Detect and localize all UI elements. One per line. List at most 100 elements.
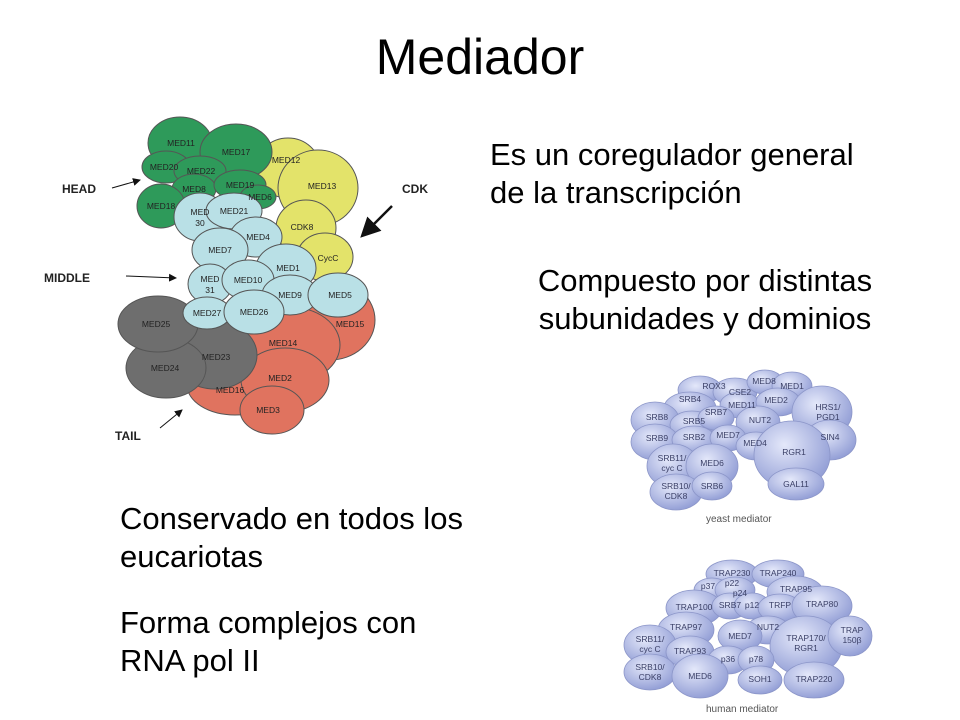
subunit-label: MED6 [248, 192, 272, 202]
subunit-label: SRB10/ [635, 662, 665, 672]
subunit-label: MED20 [150, 162, 179, 172]
bullet-coregulator: Es un coregulador general de la transcri… [490, 136, 854, 212]
yeast-caption: yeast mediator [706, 514, 772, 525]
subunit-label: NUT2 [749, 415, 771, 425]
yeast-labels: ROX3 CSE2 MED8 MED1 SRB4 MED11 MED2 HRS1… [646, 376, 841, 525]
subunit-label: MED9 [278, 290, 302, 300]
bullet-conserved: Conservado en todos los eucariotas [120, 500, 463, 576]
subunit-label: MED [191, 207, 210, 217]
subunit-label: cyc C [661, 463, 682, 473]
subunit-label: MED [201, 274, 220, 284]
bullet-line: subunidades y dominios [538, 301, 872, 336]
subunit-label: TRAP80 [806, 599, 838, 609]
subunit-label: MED16 [216, 385, 245, 395]
subunit-label: MED11 [167, 138, 195, 148]
yeast-mediator [630, 369, 857, 511]
subunit-label: MED8 [182, 184, 206, 194]
subunit-label: MED3 [256, 405, 280, 415]
subunit-label: ROX3 [702, 381, 725, 391]
subunit-label: SRB2 [683, 432, 705, 442]
human-mediator [623, 559, 873, 699]
subunit-label: TRAP93 [674, 646, 706, 656]
subunit-label: SRB10/ [661, 481, 691, 491]
subunit-label: TRAP220 [796, 674, 833, 684]
mediator-subunit-labels: MED11 MED17 MED20 MED22 MED8 MED18 MED19… [142, 138, 365, 415]
subunit-label: MED27 [193, 308, 222, 318]
bullet-line: Es un coregulador general [490, 137, 854, 172]
subunit-label: NUT2 [757, 622, 779, 632]
subunit-label: MED23 [202, 352, 231, 362]
subunit-label: MED25 [142, 319, 171, 329]
subunit-label: SRB6 [701, 481, 723, 491]
subunit-label: MED4 [246, 232, 270, 242]
tail-label: TAIL [115, 429, 141, 443]
subunit-label: MED24 [151, 363, 180, 373]
subunit-label: TRAP230 [714, 568, 751, 578]
middle-label: MIDDLE [44, 271, 90, 285]
subunit-label: MED14 [269, 338, 298, 348]
subunit-label: CDK8 [639, 672, 662, 682]
bullet-rnapol: Forma complejos con RNA pol II [120, 604, 416, 680]
head-arrow [111, 178, 141, 189]
subunit-label: TRAP95 [780, 584, 812, 594]
subunit-label: MED2 [764, 395, 788, 405]
subunit-label: MED7 [728, 631, 752, 641]
subunit-label: SRB9 [646, 433, 668, 443]
middle-arrow [125, 273, 177, 282]
head-label: HEAD [62, 182, 96, 196]
subunit-label: MED22 [187, 166, 216, 176]
subunit-label: MED19 [226, 180, 255, 190]
mediator-model [117, 116, 376, 435]
subunit-label: MED1 [780, 381, 804, 391]
human-caption: human mediator [706, 704, 779, 715]
subunit-label: CycC [318, 253, 339, 263]
subunit-label: MED7 [716, 430, 740, 440]
subunit-label: SRB5 [683, 416, 705, 426]
bullet-line: Conservado en todos los [120, 501, 463, 536]
subunit-label: TRAP [841, 625, 864, 635]
subunit-label: RGR1 [794, 643, 818, 653]
subunit-label: p24 [733, 588, 747, 598]
subunit-label: SRB11/ [658, 453, 687, 463]
subunit-label: MED4 [743, 438, 767, 448]
subunit-label: 150β [842, 635, 861, 645]
subunit-label: p37 [701, 581, 715, 591]
subunit-label: p36 [721, 654, 735, 664]
subunit-label: MED12 [272, 155, 301, 165]
subunit-label: PGD1 [816, 412, 839, 422]
bullet-line: de la transcripción [490, 175, 742, 210]
subunit-label: SRB7 [705, 407, 727, 417]
subunit-label: SOH1 [748, 674, 771, 684]
region-labels: HEAD MIDDLE TAIL CDK [44, 178, 428, 443]
subunit-label: SIN4 [821, 432, 840, 442]
bullet-line: eucariotas [120, 539, 264, 574]
subunit-label: 30 [195, 218, 205, 228]
subunit-label: CDK8 [665, 491, 688, 501]
subunit-label: TRAP100 [676, 602, 713, 612]
subunit-label: GAL11 [783, 479, 809, 489]
bullet-line: Forma complejos con [120, 605, 417, 640]
subunit-label: SRB8 [646, 412, 668, 422]
cdk-label: CDK [402, 182, 428, 196]
subunit-label: MED2 [268, 373, 292, 383]
subunit-label: TRFP [769, 600, 792, 610]
tail-arrow [159, 409, 183, 429]
subunit-label: HRS1/ [815, 402, 841, 412]
subunit-label: MED21 [220, 206, 249, 216]
cdk-arrow [360, 205, 393, 238]
subunit-label: 31 [205, 285, 215, 295]
subunit-label: p78 [749, 654, 763, 664]
subunit-label: SRB4 [679, 394, 701, 404]
subunit-label: MED6 [688, 671, 712, 681]
subunit-label: MED15 [336, 319, 365, 329]
subunit-label: MED11 [728, 400, 756, 410]
page-title: Mediador [375, 29, 585, 85]
subunit-label: cyc C [639, 644, 660, 654]
human-labels: TRAP230 TRAP240 p37 p22 p24 TRAP95 TRAP1… [635, 568, 863, 715]
subunit-label: MED5 [328, 290, 352, 300]
subunit-label: MED1 [276, 263, 300, 273]
subunit-label: MED7 [208, 245, 232, 255]
bullet-subunits: Compuesto por distintas subunidades y do… [480, 262, 930, 338]
subunit-label: TRAP97 [670, 622, 702, 632]
